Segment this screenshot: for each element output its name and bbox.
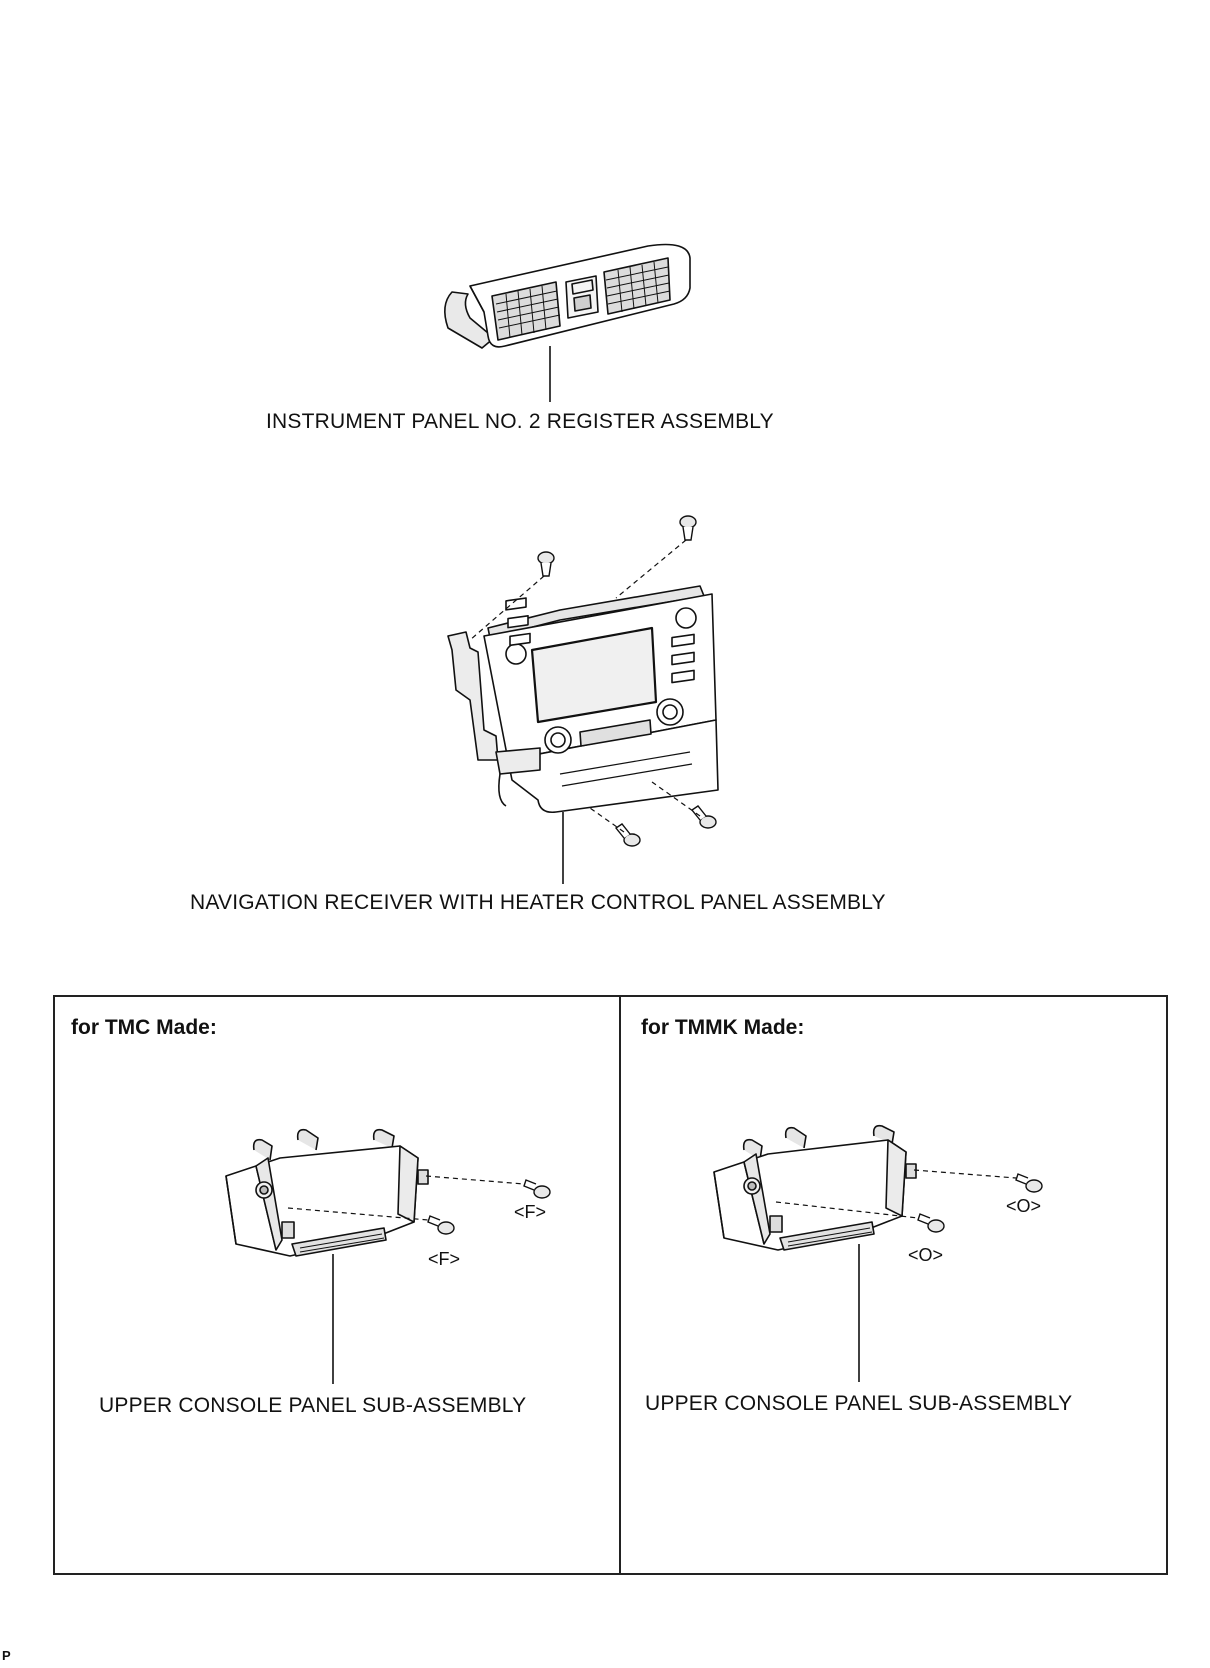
screw-bottom-left (614, 823, 641, 847)
tmmk-part-label: UPPER CONSOLE PANEL SUB-ASSEMBLY (645, 1392, 1073, 1415)
tmmk-screw-left (917, 1213, 945, 1233)
navigation-left-buttons (505, 597, 531, 665)
panel-tmc-title: for TMC Made: (71, 1016, 217, 1039)
register-center-switch (565, 275, 599, 319)
navigation-right-buttons (671, 607, 697, 684)
register-right-vent (603, 257, 671, 315)
tmc-part-label: UPPER CONSOLE PANEL SUB-ASSEMBLY (99, 1394, 527, 1417)
navigation-receiver-drawing (447, 585, 719, 814)
tmmk-fastener-code-left: <O> (908, 1245, 944, 1265)
panel-tmmk (619, 995, 1168, 1575)
tmc-screw-right (523, 1179, 551, 1199)
tmmk-screw-guide-lines (775, 1169, 1017, 1219)
screw-top-left (537, 551, 555, 577)
register-assembly-drawing (444, 243, 691, 349)
tmmk-fastener-code-right: <O> (1006, 1196, 1042, 1216)
screw-bottom-right (690, 805, 717, 829)
panel-tmc (53, 995, 621, 1575)
screw-top-right (679, 515, 697, 541)
screw-icon (537, 515, 717, 847)
screw-guide-lines (469, 539, 701, 833)
upper-console-panel-tmc-drawing (225, 1128, 429, 1257)
tmmk-screw-right (1015, 1173, 1043, 1193)
tmc-fastener-code-left: <F> (428, 1249, 461, 1269)
tmc-fastener-code-right: <F> (514, 1202, 547, 1222)
screw-icon (427, 1179, 551, 1235)
screw-icon (917, 1173, 1043, 1233)
footer-code: P (2, 1648, 11, 1663)
tmc-screw-left (427, 1215, 455, 1235)
tmc-screw-guide-lines (287, 1175, 525, 1221)
upper-console-panel-tmmk-drawing (713, 1124, 917, 1251)
register-assembly-label: INSTRUMENT PANEL NO. 2 REGISTER ASSEMBLY (266, 410, 774, 433)
register-left-vent (491, 281, 561, 341)
panel-tmmk-title: for TMMK Made: (641, 1016, 805, 1039)
navigation-receiver-label: NAVIGATION RECEIVER WITH HEATER CONTROL … (190, 891, 886, 914)
